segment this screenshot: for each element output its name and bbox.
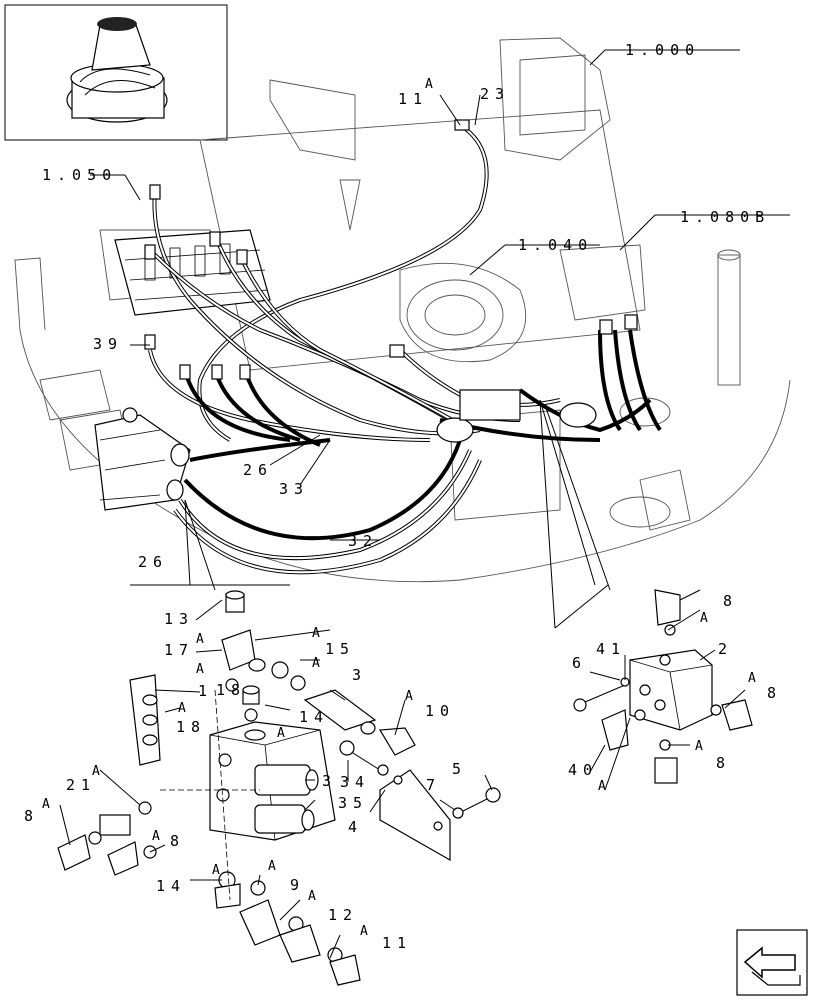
callout-a-14b: A xyxy=(212,863,220,878)
callout-a-21: A xyxy=(92,764,100,779)
callout-1: 1 xyxy=(198,682,213,700)
hose-fittings-upper xyxy=(144,119,638,380)
callout-18-upper: 18 xyxy=(216,681,246,699)
hose-bundle xyxy=(148,123,662,575)
callout-a-17b: A xyxy=(196,662,204,677)
callout-11-top: 11 xyxy=(398,90,428,108)
callout-a-10: A xyxy=(405,689,413,704)
callout-3-upper: 3 xyxy=(352,666,367,684)
callout-4: 4 xyxy=(348,818,363,836)
machine-inset-thumbnail xyxy=(4,4,228,141)
callout-14-lower: 14 xyxy=(156,877,186,895)
callout-a-8-right-low: A xyxy=(695,739,703,754)
callout-41: 41 xyxy=(596,640,626,658)
callout-a-8-mid: A xyxy=(152,829,160,844)
callout-34: 34 xyxy=(340,773,370,791)
callout-8-right-mid: 8 xyxy=(767,684,782,702)
callout-ref-1080b: 1.080B xyxy=(680,208,770,226)
callout-7: 7 xyxy=(426,776,441,794)
exploded-valve-assembly xyxy=(57,590,501,986)
callout-40: 40 xyxy=(568,761,598,779)
callout-a-8-right-top: A xyxy=(700,611,708,626)
callout-10: 10 xyxy=(425,702,455,720)
callout-21: 21 xyxy=(66,776,96,794)
valve-assembly-upper-left xyxy=(94,407,191,511)
callout-13: 13 xyxy=(164,610,194,628)
callout-8-left: 8 xyxy=(24,807,39,825)
callout-11-lower: 11 xyxy=(382,934,412,952)
next-page-arrow-icon[interactable] xyxy=(736,929,808,996)
callout-a-8-right-mid: A xyxy=(748,671,756,686)
callout-26-upper: 26 xyxy=(243,461,273,479)
callout-3-lower: 3 xyxy=(322,772,337,790)
callout-a-9: A xyxy=(268,859,276,874)
exploded-right-valve-block xyxy=(573,589,753,784)
callout-23: 23 xyxy=(480,85,510,103)
part-callouts: 1.000 1.050 1.080B 1.040 11 A 23 39 26 3… xyxy=(24,41,782,952)
callout-a-17a: A xyxy=(196,632,204,647)
callout-9: 9 xyxy=(290,876,305,894)
callout-a-11b: A xyxy=(360,924,368,939)
callout-26-lower: 26 xyxy=(138,553,168,571)
callout-39: 39 xyxy=(93,335,123,353)
leader-lines-lower xyxy=(59,589,746,959)
callout-a-12: A xyxy=(308,889,316,904)
callout-ref-1040: 1.040 xyxy=(518,236,593,254)
callout-a-40: A xyxy=(598,779,606,794)
callout-35: 35 xyxy=(338,794,368,812)
callout-17: 17 xyxy=(164,641,194,659)
callout-33: 33 xyxy=(279,480,309,498)
callout-18-lower: 18 xyxy=(176,718,206,736)
callout-a-14a: A xyxy=(277,726,285,741)
callout-ref-1050: 1.050 xyxy=(42,166,117,184)
callout-12: 12 xyxy=(328,906,358,924)
callout-a-15b: A xyxy=(312,656,320,671)
callout-8-right-top: 8 xyxy=(723,592,738,610)
callout-2: 2 xyxy=(718,640,733,658)
callout-a-8-left: A xyxy=(42,797,50,812)
callout-a-15a: A xyxy=(312,626,320,641)
callout-32: 32 xyxy=(348,532,378,550)
callout-a-1: A xyxy=(178,701,186,716)
callout-ref-1000: 1.000 xyxy=(625,41,700,59)
callout-6: 6 xyxy=(572,654,587,672)
callout-8-mid: 8 xyxy=(170,832,185,850)
leader-lines-upper xyxy=(90,49,790,629)
callout-a-top: A xyxy=(425,77,433,92)
callout-14-upper: 14 xyxy=(299,708,329,726)
callout-5: 5 xyxy=(452,760,467,778)
callout-8-right-low: 8 xyxy=(716,754,731,772)
callout-15: 15 xyxy=(325,640,355,658)
